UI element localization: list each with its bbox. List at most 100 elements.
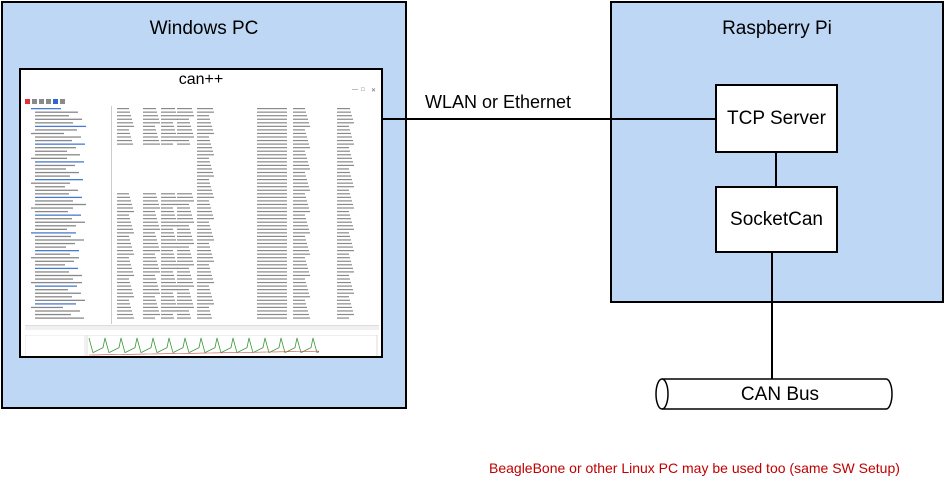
table-cell xyxy=(257,271,287,273)
table-cell xyxy=(143,221,158,223)
table-cell xyxy=(197,278,213,280)
table-cell xyxy=(197,150,213,152)
table-cell xyxy=(197,317,212,319)
table-cell xyxy=(117,108,129,110)
table-cell xyxy=(117,310,132,312)
table-cell xyxy=(257,118,287,120)
table-cell xyxy=(337,228,354,230)
table-cell xyxy=(143,250,160,252)
table-cell xyxy=(197,125,212,127)
tcp-server-box: TCP Server xyxy=(715,84,838,153)
table-cell xyxy=(337,239,351,241)
table-cell xyxy=(257,139,287,142)
table-cell xyxy=(161,271,173,273)
table-cell xyxy=(161,239,176,241)
table-cell xyxy=(257,200,287,202)
table-cell xyxy=(337,221,352,223)
table-cell xyxy=(143,278,156,280)
table-cell xyxy=(117,267,132,269)
table-cell xyxy=(257,168,287,170)
table-cell xyxy=(143,299,156,301)
table-cell xyxy=(143,306,158,308)
table-cell xyxy=(197,225,210,227)
table-cell xyxy=(337,246,353,248)
table-cell xyxy=(257,182,287,184)
tree-row xyxy=(35,317,84,319)
table-cell xyxy=(143,313,160,316)
table-cell xyxy=(337,147,349,149)
tree-row xyxy=(35,267,78,270)
table-cell xyxy=(293,143,309,145)
table-cell xyxy=(161,143,173,145)
table-cell xyxy=(337,154,351,156)
table-cell xyxy=(257,281,287,284)
table-cell xyxy=(143,108,156,110)
table-cell xyxy=(293,289,308,291)
table-cell xyxy=(143,289,159,291)
table-cell xyxy=(337,111,351,113)
table-cell xyxy=(337,310,353,312)
table-cell xyxy=(177,139,189,142)
table-cell xyxy=(143,317,155,319)
table-cell xyxy=(177,118,189,120)
table-cell xyxy=(293,196,306,198)
table-cell xyxy=(197,203,210,206)
table-cell xyxy=(117,250,133,252)
table-cell xyxy=(177,303,193,305)
table-cell xyxy=(293,242,307,245)
tree-row xyxy=(35,239,84,241)
table-cell xyxy=(177,239,193,241)
table-cell xyxy=(257,267,287,269)
table-cell xyxy=(293,210,310,213)
table-cell xyxy=(161,196,176,198)
tree-row xyxy=(35,250,79,252)
table-cell xyxy=(197,118,210,120)
table-cell xyxy=(143,257,156,259)
tree-row xyxy=(35,200,73,202)
table-cell xyxy=(143,232,155,234)
table-cell xyxy=(197,196,214,198)
table-cell xyxy=(177,299,192,301)
table-cell xyxy=(293,115,307,117)
table-cell xyxy=(143,246,159,248)
tree-row xyxy=(35,203,86,206)
table-cell xyxy=(177,196,193,198)
table-cell xyxy=(117,289,132,291)
table-cell xyxy=(257,218,287,220)
table-cell xyxy=(177,289,189,291)
table-cell xyxy=(161,285,177,287)
table-cell xyxy=(197,210,212,213)
table-cell xyxy=(177,267,189,269)
table-cell xyxy=(161,257,175,259)
table-cell xyxy=(337,196,351,198)
table-cell xyxy=(177,111,193,113)
socketcan-canbus-connector xyxy=(771,253,773,379)
table-cell xyxy=(161,210,174,213)
table-cell xyxy=(161,139,178,142)
table-cell xyxy=(197,132,214,135)
tcp-socketcan-connector xyxy=(775,153,777,186)
table-cell xyxy=(197,221,209,223)
table-cell xyxy=(161,278,175,280)
table-cell xyxy=(143,136,158,138)
table-cell xyxy=(117,292,133,294)
table-cell xyxy=(143,122,160,124)
table-cell xyxy=(257,306,287,308)
table-cell xyxy=(257,250,287,252)
table-cell xyxy=(257,232,287,234)
table-cell xyxy=(337,296,349,298)
table-cell xyxy=(337,257,350,259)
tree-row xyxy=(35,161,84,163)
table-cell xyxy=(257,108,287,110)
table-cell xyxy=(293,132,306,135)
table-cell xyxy=(161,317,174,319)
table-cell xyxy=(117,313,133,316)
table-cell xyxy=(177,221,194,223)
table-cell xyxy=(161,310,178,312)
toolbar-icon xyxy=(60,99,65,104)
table-cell xyxy=(197,164,211,166)
table-cell xyxy=(161,111,176,113)
table-cell xyxy=(197,289,210,291)
table-cell xyxy=(117,235,129,237)
table-cell xyxy=(117,278,129,280)
